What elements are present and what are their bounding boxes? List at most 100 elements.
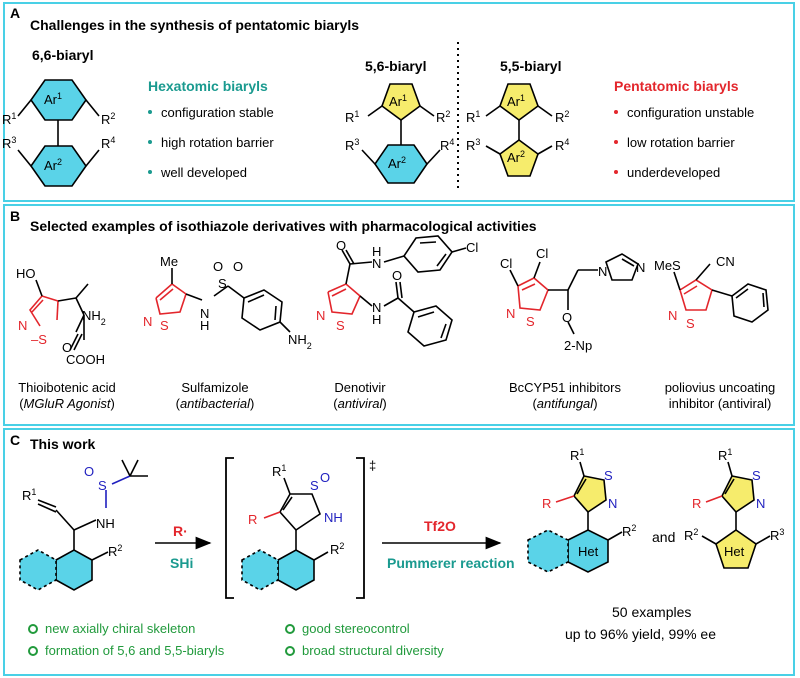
svg-text:Het: Het [724,544,745,559]
svg-text:N: N [18,318,27,333]
svg-text:R3: R3 [770,527,784,543]
svg-text:S: S [686,316,695,331]
svg-text:R2: R2 [436,109,450,125]
svg-text:S: S [218,276,227,291]
svg-text:S: S [160,318,169,333]
biaryl-56-label: 5,6-biaryl [365,58,427,74]
hexatomic-heading: Hexatomic biaryls [148,78,268,94]
feature-1: new axially chiral skeleton [28,621,195,636]
pentatomic-point-2: low rotation barrier [614,135,735,150]
compound-3-caption: Denotivir (antiviral) [333,380,387,411]
svg-text:S: S [526,314,535,329]
svg-text:R: R [692,496,701,511]
svg-text:R2: R2 [684,527,698,543]
svg-text:R2: R2 [108,543,122,559]
svg-text:O: O [84,464,94,479]
svg-text:R4: R4 [440,137,454,153]
pummerer-label: Pummerer reaction [387,555,515,571]
svg-text:N: N [143,314,152,329]
svg-text:R1: R1 [272,463,286,479]
svg-text:S: S [336,318,345,333]
bracket-right [356,457,365,599]
panel-c [3,428,795,676]
structure-intermediate: R R1 S O NH R2 [241,463,344,591]
feature-4: broad structural diversity [285,643,444,658]
svg-text:N: N [506,306,515,321]
structure-bccyp51: Cl Cl N S N N O 2-Np [500,246,645,353]
svg-text:Cl: Cl [536,246,548,261]
svg-text:Me: Me [160,254,178,269]
svg-text:R2: R2 [555,109,569,125]
structure-66-biaryl: Ar1 Ar2 R1 R2 R3 R4 [2,79,115,187]
svg-text:Cl: Cl [500,256,512,271]
svg-text:COOH: COOH [66,352,105,367]
svg-text:N: N [608,496,617,511]
svg-text:S: S [752,468,761,483]
panel-b [3,204,795,426]
svg-text:N: N [756,496,765,511]
svg-text:N: N [316,308,325,323]
structure-starting-material: R1 NH S O R2 [19,459,148,591]
svg-text:O: O [213,259,223,274]
svg-text:N: N [636,260,645,275]
structure-product-56: Het R R1 S N R2 [527,447,636,573]
radical-label: R· [173,523,188,539]
panel-a-label: A [10,5,21,21]
svg-text:R2: R2 [622,523,636,539]
panel-a-title: Challenges in the synthesis of pentatomi… [30,17,360,33]
svg-text:R1: R1 [570,447,584,463]
reagent-label: Tf2O [424,518,456,534]
examples-count: 50 examples [612,604,692,620]
hexatomic-point-1: configuration stable [148,105,274,120]
svg-text:O: O [562,310,572,325]
panel-b-title: Selected examples of isothiazole derivat… [30,218,537,234]
panel-b-label: B [10,208,21,224]
structure-product-55: Het R R1 S N R2 R3 [684,447,784,569]
compound-2-caption: Sulfamizole (antibacterial) [175,380,255,411]
svg-text:N: N [668,308,677,323]
and-word: and [652,529,676,545]
structure-56-biaryl: Ar1 Ar2 R1 R2 R3 R4 [345,83,454,184]
pentatomic-heading: Pentatomic biaryls [614,78,739,94]
svg-text:H: H [200,318,209,333]
svg-text:NH2: NH2 [288,332,312,351]
svg-text:R3: R3 [2,135,16,151]
svg-text:MeS: MeS [654,258,681,273]
svg-text:S: S [98,478,107,493]
yield-ee: up to 96% yield, 99% ee [565,626,716,642]
compound-1-caption: Thioibotenic acid (MGluR Agonist) [18,380,116,411]
svg-text:S: S [604,468,613,483]
svg-text:R1: R1 [345,109,359,125]
structure-poliovirus-inhibitor: MeS CN N S [654,254,769,331]
svg-text:O: O [336,238,346,253]
biaryl-66-label: 6,6-biaryl [32,47,94,63]
feature-2: formation of 5,6 and 5,5-biaryls [28,643,224,658]
svg-text:R3: R3 [345,137,359,153]
svg-text:R1: R1 [22,487,36,503]
svg-text:NH2: NH2 [82,308,106,327]
panel-c-label: C [10,432,21,448]
feature-3: good stereocontrol [285,621,410,636]
svg-text:N: N [200,306,209,321]
shi-label: SHi [170,555,194,571]
svg-text:H: H [372,312,381,327]
pentatomic-point-1: configuration unstable [614,105,754,120]
compound-4-caption: BcCYP51 inhibitors (antifungal) [509,380,621,411]
hexatomic-point-3: well developed [148,165,247,180]
compound-5-caption: poliovius uncoating inhibitor (antiviral… [664,380,776,411]
svg-text:O: O [320,470,330,485]
svg-text:R3: R3 [466,137,480,153]
svg-text:NH: NH [96,516,115,531]
svg-text:HO: HO [16,266,36,281]
transition-state-mark: ‡ [369,458,376,473]
svg-text:R1: R1 [2,111,16,127]
panel-c-title: This work [30,436,96,452]
svg-text:2-Np: 2-Np [564,338,592,353]
svg-text:N: N [372,300,381,315]
structure-55-biaryl: Ar1 Ar2 R1 R2 R3 R4 [466,83,569,177]
svg-text:R2: R2 [330,541,344,557]
hexatomic-point-2: high rotation barrier [148,135,274,150]
svg-text:NH: NH [324,510,343,525]
svg-text:CN: CN [716,254,735,269]
